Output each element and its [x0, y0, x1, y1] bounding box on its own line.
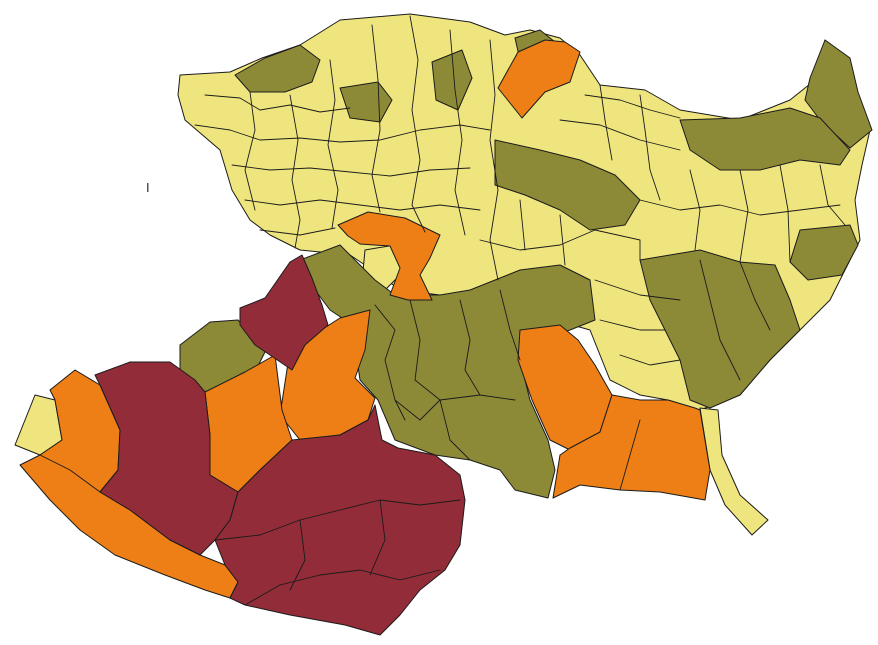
stray-mark	[147, 183, 149, 192]
region-north-orange	[497, 39, 581, 119]
region-ne-belt-olive	[679, 107, 851, 171]
region-east-olive	[789, 224, 859, 281]
region-southeast-strip-pale	[699, 407, 769, 536]
region-southeast-orange-b	[552, 394, 711, 501]
region-south-maroon	[214, 404, 466, 636]
region-center-maroon	[239, 254, 329, 371]
municipality-borders	[39, 15, 846, 606]
region-east-south-olive	[639, 249, 801, 409]
region-central-orange	[337, 211, 441, 301]
region-central-olive	[494, 139, 641, 231]
region-nw-olive	[234, 44, 321, 93]
region-n2-olive	[431, 49, 473, 111]
